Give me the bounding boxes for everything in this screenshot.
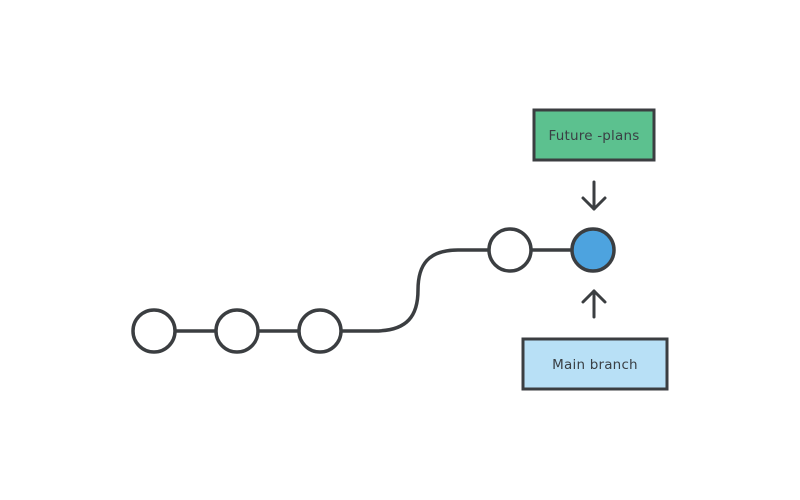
future-plans-label-box: Future -plans	[532, 108, 656, 162]
commit-node	[297, 308, 343, 354]
up-arrow-icon	[581, 289, 607, 319]
commit-node	[214, 308, 260, 354]
down-arrow-icon	[581, 180, 607, 211]
future-plans-box	[532, 108, 656, 162]
main-branch-label-box: Main branch	[521, 337, 669, 391]
future-plans-label: Future -plans	[549, 128, 640, 144]
main-branch-box	[521, 337, 669, 391]
head-commit-node	[570, 227, 616, 273]
main-branch-label: Main branch	[552, 357, 638, 373]
branch-connectors	[173, 248, 574, 333]
commit-node	[487, 227, 533, 273]
commit-nodes	[131, 227, 616, 354]
connector-3-4-curve	[339, 248, 491, 333]
commit-node	[131, 308, 177, 354]
